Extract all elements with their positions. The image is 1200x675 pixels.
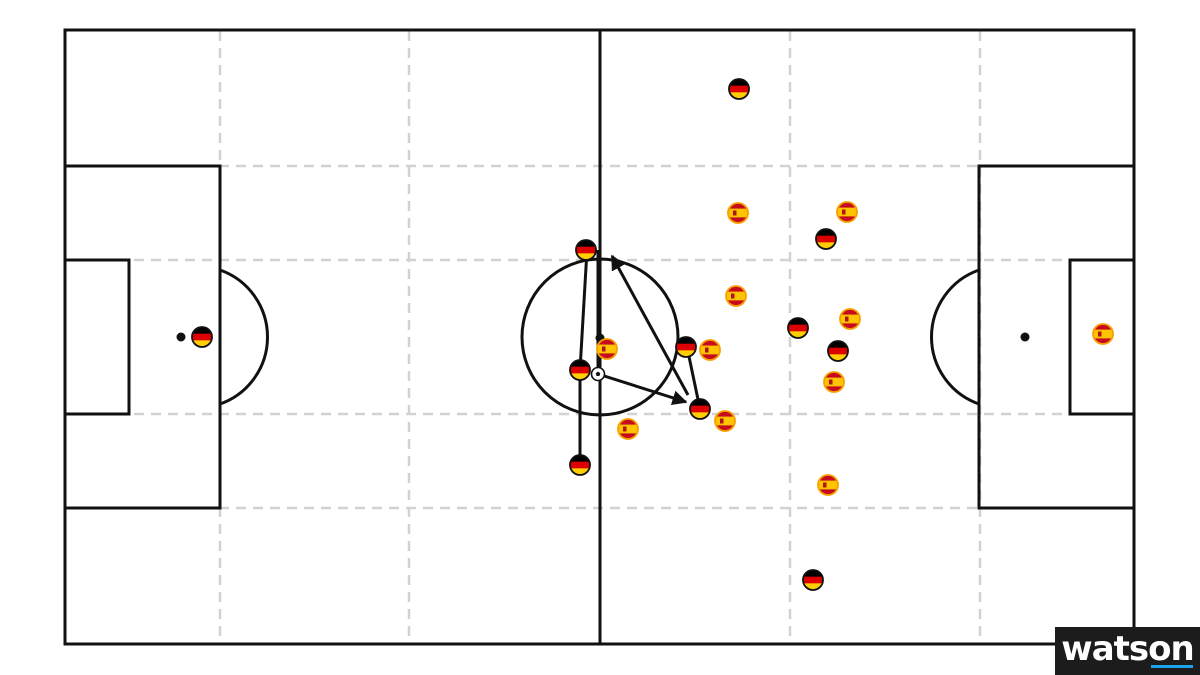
spain-player-marker xyxy=(617,418,639,440)
spain-player-marker xyxy=(823,371,845,393)
germany-player-marker xyxy=(191,326,213,348)
germany-player-marker xyxy=(569,454,591,476)
left-penalty-spot xyxy=(176,332,186,342)
spain-player-marker xyxy=(725,285,747,307)
spain-player-marker xyxy=(714,410,736,432)
germany-player-marker xyxy=(569,359,591,381)
right-penalty-arc xyxy=(930,268,980,406)
spain-player-marker xyxy=(596,338,618,360)
germany-player-marker xyxy=(728,78,750,100)
centre-circle xyxy=(520,257,680,417)
players-layer xyxy=(191,78,1114,591)
germany-player-marker xyxy=(675,336,697,358)
logo-text: watson xyxy=(1061,629,1194,669)
spain-player-marker xyxy=(839,308,861,330)
germany-player-marker xyxy=(827,340,849,362)
right-goal-area xyxy=(1068,258,1136,416)
spain-player-marker xyxy=(727,202,749,224)
right-penalty-spot xyxy=(1020,332,1030,342)
germany-player-marker xyxy=(815,228,837,250)
left-penalty-arc xyxy=(219,268,269,406)
germany-player-marker xyxy=(575,239,597,261)
pass-arrow xyxy=(597,372,688,406)
left-goal-area xyxy=(63,258,131,416)
germany-player-marker xyxy=(787,317,809,339)
logo-underline xyxy=(1151,665,1193,668)
spain-player-marker xyxy=(1092,323,1114,345)
movement-arrows xyxy=(578,249,702,465)
run-arrow xyxy=(578,249,589,371)
pitch-lines xyxy=(63,28,1136,646)
football-icon xyxy=(590,366,606,382)
germany-player-marker xyxy=(802,569,824,591)
spain-player-marker xyxy=(699,339,721,361)
pass-arrow xyxy=(610,254,690,396)
watson-logo: watson xyxy=(1055,627,1200,675)
spain-player-marker xyxy=(836,201,858,223)
spain-player-marker xyxy=(817,474,839,496)
germany-player-marker xyxy=(689,398,711,420)
